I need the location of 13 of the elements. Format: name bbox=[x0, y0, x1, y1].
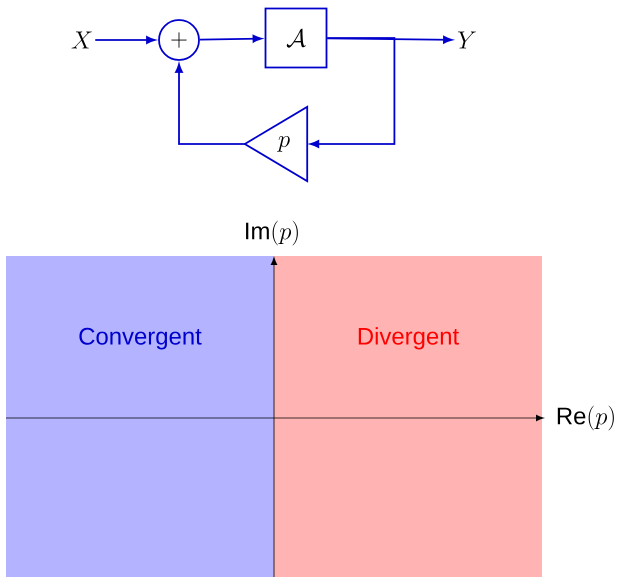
block-box: $\mathcal{A}$ bbox=[264, 8, 328, 68]
input-label: $X$ bbox=[72, 32, 92, 48]
summing-junction: $+$ bbox=[158, 19, 200, 61]
axis-label: $\mathrm{Im}(p)$ bbox=[246, 220, 298, 246]
output-label: $Y$ bbox=[458, 32, 476, 48]
axis-label: $\mathrm{Re}(p)$ bbox=[558, 406, 614, 430]
arrow bbox=[200, 34, 262, 43]
arrow bbox=[310, 37, 396, 148]
region-band: Divergent bbox=[274, 256, 542, 577]
arrow bbox=[175, 64, 245, 145]
arrow bbox=[327, 36, 452, 44]
region-band: Convergent bbox=[6, 256, 274, 577]
arrow bbox=[95, 36, 156, 44]
